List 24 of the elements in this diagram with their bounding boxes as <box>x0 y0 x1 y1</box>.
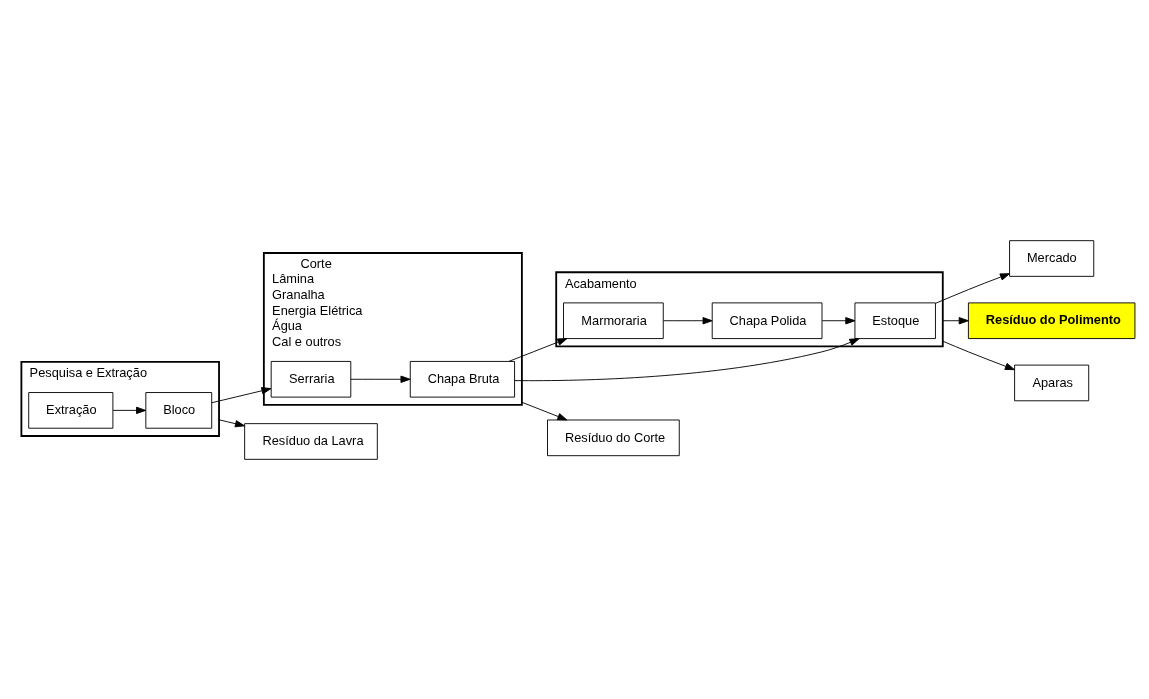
arrow <box>211 386 272 403</box>
arrow <box>350 375 411 383</box>
node-box: Aparas <box>1014 364 1090 401</box>
node-box: Estoque <box>854 301 936 339</box>
arrow <box>218 418 246 427</box>
node-box: Resíduo do Polimento <box>967 301 1136 339</box>
node-box: Bloco <box>145 391 213 429</box>
arrow <box>112 406 147 414</box>
arrow <box>514 337 860 381</box>
node-box: Resíduo do Corte <box>547 419 680 456</box>
arrow <box>942 340 1015 370</box>
arrow <box>942 316 969 324</box>
node-box: Chapa Polida <box>711 301 823 339</box>
arrow <box>663 316 713 324</box>
node-box: Chapa Bruta <box>409 360 516 398</box>
node-box: Mercado <box>1009 239 1095 277</box>
node-box: Marmoraria <box>563 301 664 339</box>
node-box: Resíduo da Lavra <box>244 422 378 460</box>
arrow <box>821 316 856 324</box>
node-box: Extração <box>28 391 114 429</box>
arrow <box>521 401 568 420</box>
arrow <box>935 272 1010 304</box>
arrow <box>508 337 568 362</box>
node-box: Serraria <box>270 360 352 398</box>
